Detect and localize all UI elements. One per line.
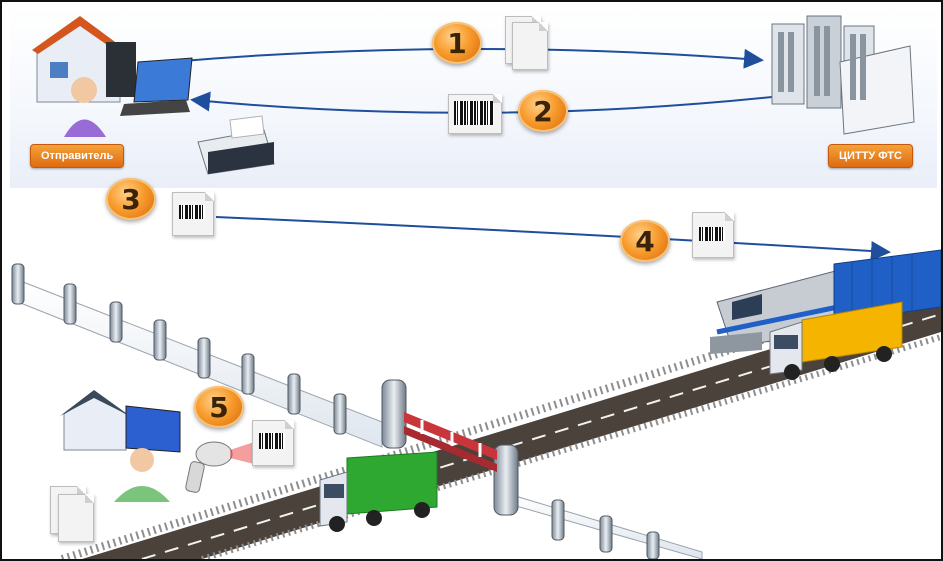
printer-icon <box>197 115 275 175</box>
barcode-icon <box>454 101 494 125</box>
document-icon <box>172 192 214 236</box>
barcode-icon <box>699 227 725 241</box>
freight-car-icon <box>833 249 941 323</box>
barcode-scanner-icon <box>185 441 254 493</box>
document-icon <box>512 22 548 70</box>
truck-icon <box>769 301 903 380</box>
document-icon <box>448 94 502 134</box>
monitor-icon <box>125 405 181 453</box>
step-badge-2: 2 <box>518 90 568 132</box>
document-icon <box>252 420 294 466</box>
step-badge-3: 3 <box>106 178 156 220</box>
step-badge-5: 5 <box>194 386 244 428</box>
customs-label: ЦИТТУ ФТС <box>828 144 913 168</box>
step-badge-1: 1 <box>432 22 482 64</box>
arrow-step-4 <box>215 216 891 261</box>
person-icon <box>114 448 170 502</box>
house-icon <box>32 16 126 103</box>
barcode-icon <box>259 433 285 449</box>
sender-label: Отправитель <box>30 144 125 168</box>
truck-icon <box>319 451 438 532</box>
document-icon <box>58 494 94 542</box>
barcode-icon <box>179 205 205 219</box>
computer-icon <box>106 42 193 116</box>
person-icon <box>64 77 106 137</box>
guard-house-icon <box>60 390 130 451</box>
barrier-gate-icon <box>381 379 519 516</box>
fence-icon <box>11 263 703 559</box>
server-buildings-icon <box>771 15 915 135</box>
step-badge-4: 4 <box>620 220 670 262</box>
document-icon <box>692 212 734 258</box>
